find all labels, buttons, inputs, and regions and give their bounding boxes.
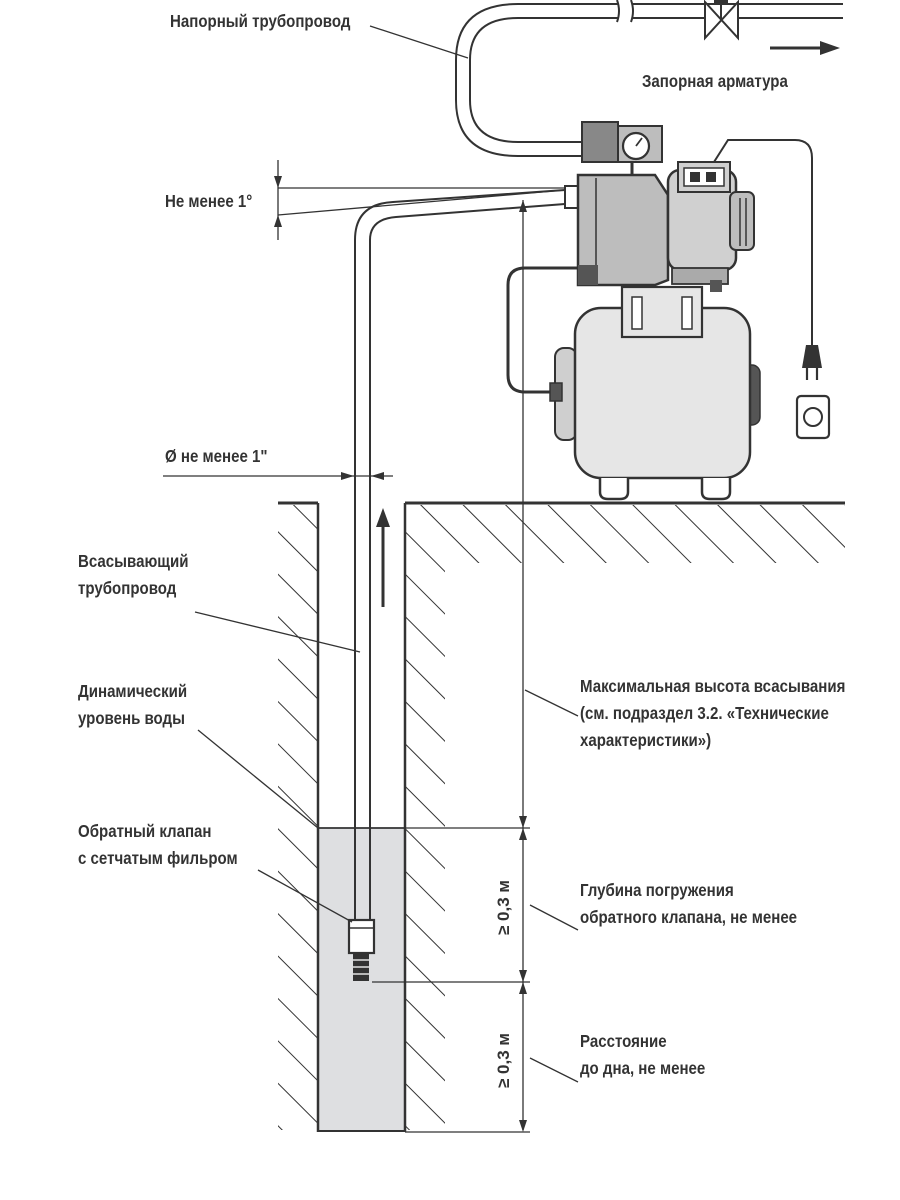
leader-lines (194, 25, 579, 1083)
label-line: Глубина погружения (580, 880, 734, 900)
label-suction-pipe: Всасывающий трубопровод (78, 548, 188, 602)
label-discharge-pipe: Напорный трубопровод (170, 11, 351, 31)
label-line: характеристики») (580, 730, 712, 750)
plug-icon (802, 345, 822, 368)
flow-arrow-icon (376, 508, 390, 607)
flow-direction-arrow (770, 41, 840, 55)
check-valve (347, 918, 376, 981)
label-line: (см. подраздел 3.2. «Технические (580, 703, 829, 723)
diameter-dimension (163, 472, 393, 480)
label-max-suction: Максимальная высота всасывания (см. подр… (580, 673, 845, 754)
slope-dimension (274, 160, 566, 240)
ground (278, 501, 845, 1130)
label-line: обратного клапана, не менее (580, 907, 798, 927)
label-immersion-depth: Глубина погружения обратного клапана, не… (580, 877, 797, 931)
pressure-tank-icon (554, 285, 761, 501)
label-line: Максимальная высота всасывания (580, 676, 846, 696)
label-line: Обратный клапан (78, 821, 212, 841)
label-slope: Не менее 1° (165, 191, 253, 211)
label-line: уровень воды (78, 708, 185, 728)
pressure-switch (581, 121, 663, 176)
label-line: до дна, не менее (580, 1058, 706, 1078)
valve-icon (704, 0, 739, 41)
discharge-pipe (455, 0, 843, 157)
label-bottom-distance: Расстояние до дна, не менее (580, 1028, 705, 1082)
label-line: Всасывающий (78, 551, 189, 571)
label-dynamic-level: Динамический уровень воды (78, 678, 187, 732)
dim-label-lower: ≥ 0,3 м (494, 1033, 513, 1088)
suction-height-dimension (372, 200, 530, 1133)
label-line: Динамический (78, 681, 188, 701)
label-line: трубопровод (78, 578, 177, 598)
power-cable (713, 139, 831, 440)
label-shutoff-valve: Запорная арматура (642, 71, 788, 91)
well (316, 503, 407, 1132)
connection-hose (506, 266, 578, 402)
label-line: с сетчатым фильром (78, 848, 238, 868)
pump-icon (564, 161, 755, 292)
label-check-valve: Обратный клапан с сетчатым фильром (78, 818, 238, 872)
label-line: Расстояние (580, 1031, 667, 1051)
dim-label-upper: ≥ 0,3 м (494, 880, 513, 935)
label-diameter: Ø не менее 1" (165, 446, 268, 466)
